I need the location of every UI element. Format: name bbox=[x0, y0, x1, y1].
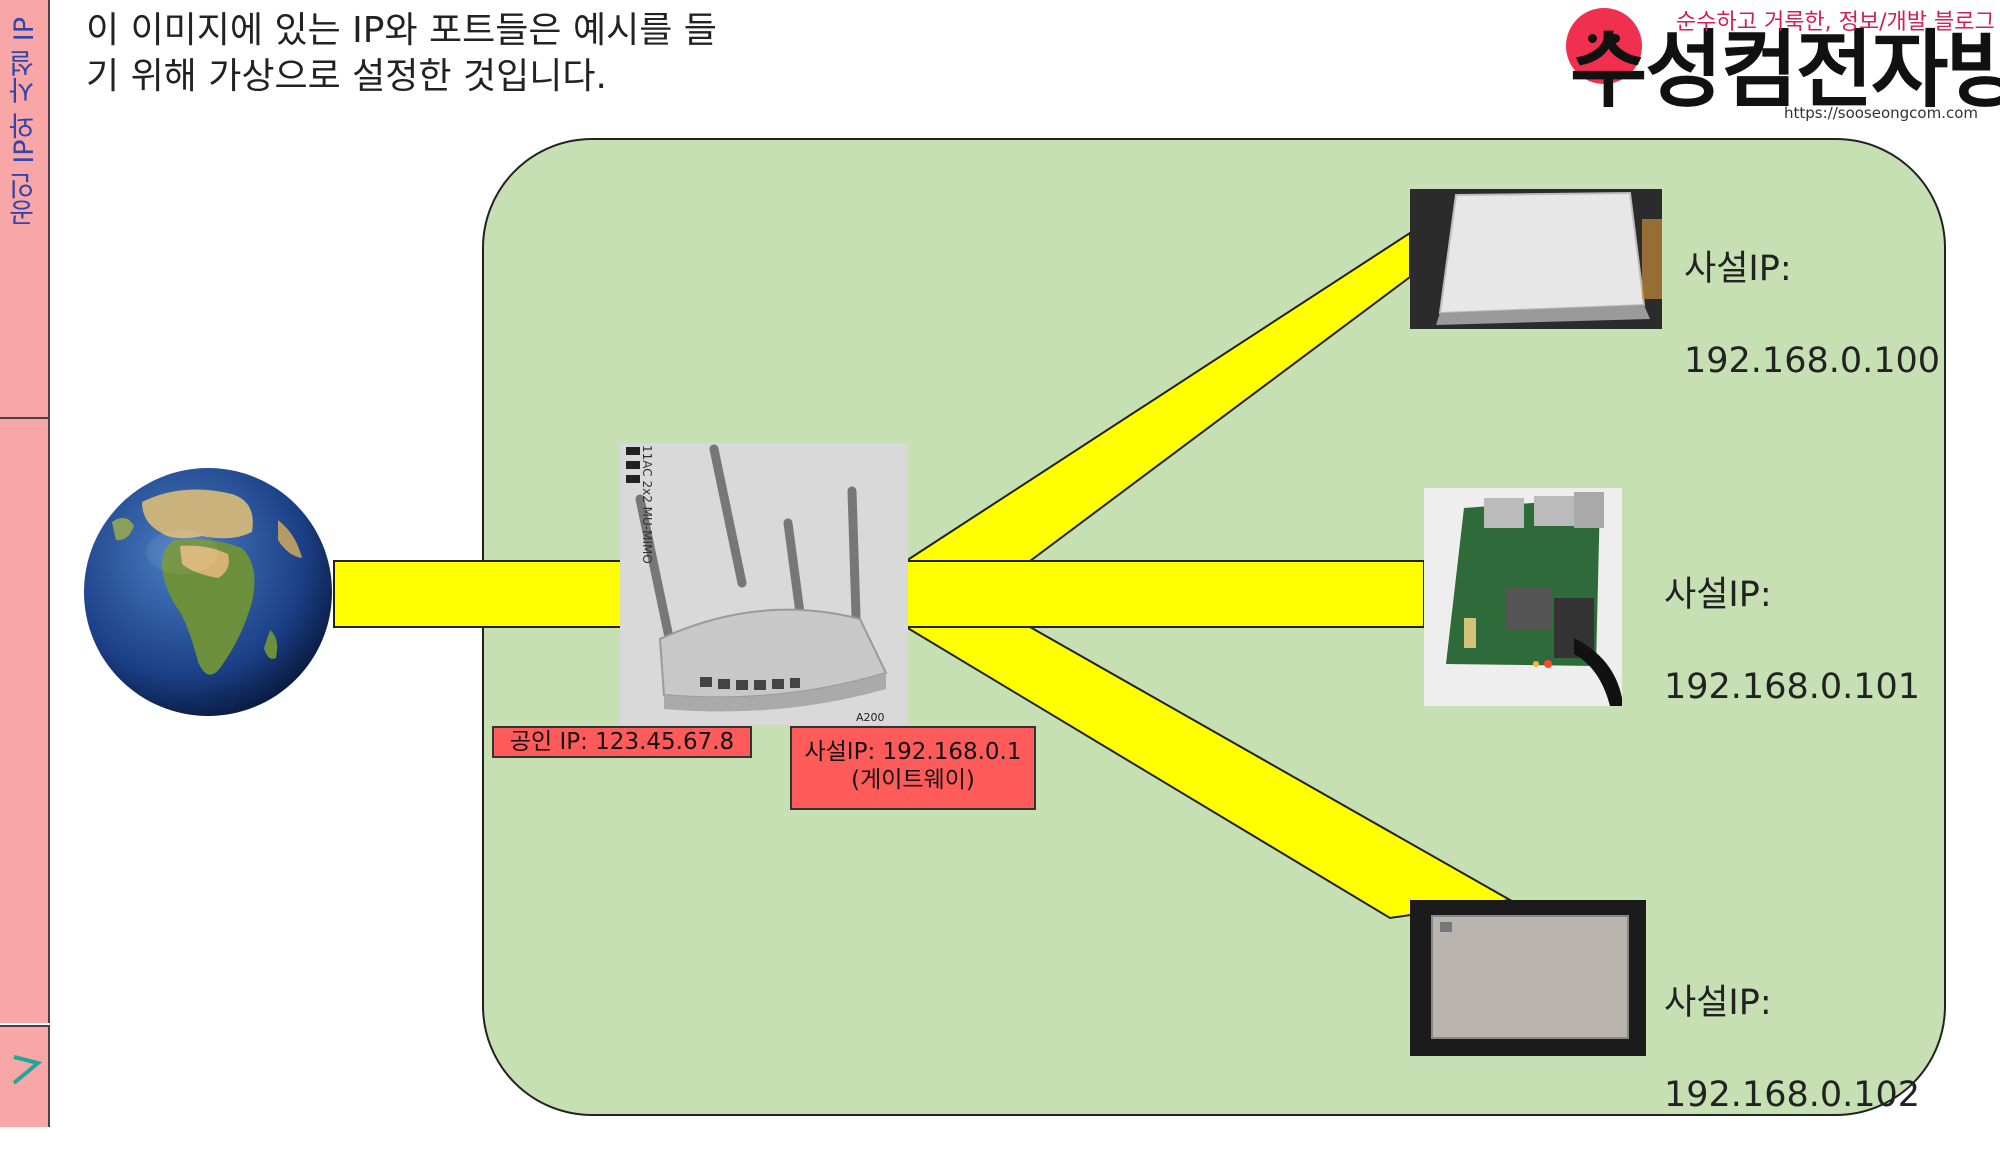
device-1-ip-label: 사설IP: 192.168.0.100 bbox=[1684, 200, 1940, 430]
logo-face-icon bbox=[1566, 8, 1642, 84]
device-3-ip-label: 사설IP: 192.168.0.102 bbox=[1664, 934, 1920, 1164]
logo-url: https://sooseongcom.com bbox=[1784, 104, 1979, 122]
device-1-label-text: 사설IP: bbox=[1684, 249, 1792, 289]
sidebar-section-middle bbox=[0, 419, 50, 1023]
router-image: 11AC 2x2 MU-MIMO A200 bbox=[620, 443, 908, 725]
logo-brand-text: 수성컴전자방 bbox=[1570, 21, 2000, 119]
router-side-text: 11AC 2x2 MU-MIMO bbox=[640, 445, 654, 564]
link-to-device-1 bbox=[902, 231, 1411, 562]
device-1-ip-text: 192.168.0.100 bbox=[1684, 341, 1941, 381]
device-raspberry-pi-image bbox=[1424, 488, 1622, 706]
device-laptop-1-image bbox=[1410, 189, 1662, 329]
public-ip-label: 공인 IP: 123.45.67.8 bbox=[492, 726, 752, 758]
internet-link bbox=[333, 560, 623, 628]
device-2-ip-label: 사설IP: 192.168.0.101 bbox=[1664, 526, 1920, 756]
gateway-caption: (게이트웨이) bbox=[851, 767, 975, 793]
router-model-text: A200 bbox=[856, 711, 885, 724]
gateway-ip-label: 사설IP: 192.168.0.1 (게이트웨이) bbox=[790, 726, 1036, 810]
gateway-private-ip: 사설IP: 192.168.0.1 bbox=[804, 739, 1022, 765]
device-3-label-text: 사설IP: bbox=[1664, 983, 1772, 1023]
sidebar-section-bottom bbox=[0, 1025, 50, 1127]
logo-tagline: 순수하고 거룩한, 정보/개발 블로그 bbox=[1676, 10, 1995, 35]
network-links bbox=[333, 231, 1514, 920]
link-to-device-2 bbox=[905, 560, 1425, 628]
device-2-ip-text: 192.168.0.101 bbox=[1664, 667, 1921, 707]
device-2-label-text: 사설IP: bbox=[1664, 575, 1772, 615]
device-3-ip-text: 192.168.0.102 bbox=[1664, 1075, 1921, 1115]
internet-globe-icon bbox=[84, 468, 332, 716]
corner-mark-icon bbox=[12, 1055, 43, 1085]
disclaimer-note: 이 이미지에 있는 IP와 포트들은 예시를 들기 위해 가상으로 설정한 것입… bbox=[86, 10, 717, 97]
sidebar-section-top bbox=[0, 0, 50, 419]
device-laptop-2-image bbox=[1410, 900, 1646, 1056]
